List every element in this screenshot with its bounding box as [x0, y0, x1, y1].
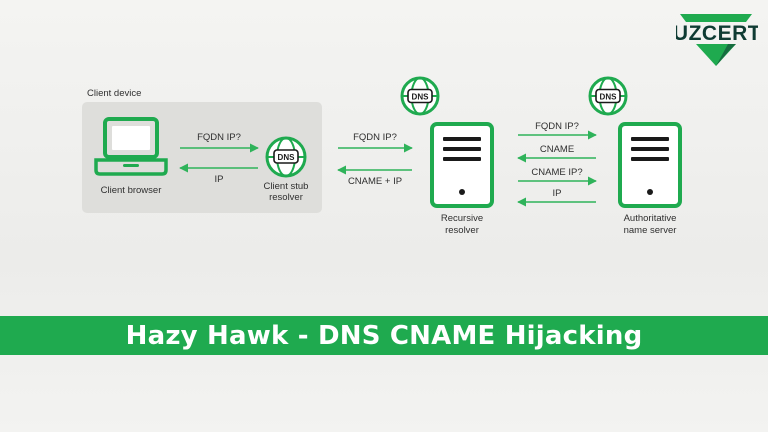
uzcert-logo: UZCERT — [676, 14, 758, 66]
authoritative-server-icon — [618, 122, 682, 208]
msg-cname-ip-1: CNAME + IP — [348, 176, 402, 187]
banner-title: Hazy Hawk - DNS CNAME Hijacking — [125, 320, 643, 351]
authoritative-label-line2: name server — [624, 225, 677, 236]
dns-globe-icon-recursive: DNS — [400, 76, 440, 116]
msg-cname-ip-query: CNAME IP? — [531, 167, 582, 178]
msg-fqdn-ip-1: FQDN IP? — [197, 132, 241, 143]
logo-text: UZCERT — [676, 22, 758, 45]
msg-ip-2: IP — [553, 188, 562, 199]
recursive-label-line2: resolver — [445, 225, 479, 236]
dns-globe-icon: DNS — [265, 136, 307, 178]
dns-badge-text-recursive: DNS — [412, 93, 430, 102]
client-browser-label: Client browser — [101, 185, 162, 196]
msg-ip-1: IP — [215, 174, 224, 185]
stub-resolver-label-line1: Client stub — [264, 181, 309, 192]
msg-fqdn-ip-2: FQDN IP? — [353, 132, 397, 143]
client-device-label: Client device — [87, 88, 141, 99]
title-banner: Hazy Hawk - DNS CNAME Hijacking — [0, 316, 768, 355]
dns-badge-text: DNS — [278, 153, 296, 162]
msg-fqdn-ip-3: FQDN IP? — [535, 121, 579, 132]
dns-badge-text-authoritative: DNS — [600, 93, 618, 102]
stub-resolver-label-line2: resolver — [269, 192, 303, 203]
dns-globe-icon-authoritative: DNS — [588, 76, 628, 116]
recursive-server-icon — [430, 122, 494, 208]
msg-cname: CNAME — [540, 144, 574, 155]
recursive-label-line1: Recursive — [441, 213, 483, 224]
laptop-icon — [94, 117, 168, 176]
authoritative-label-line1: Authoritative — [624, 213, 677, 224]
